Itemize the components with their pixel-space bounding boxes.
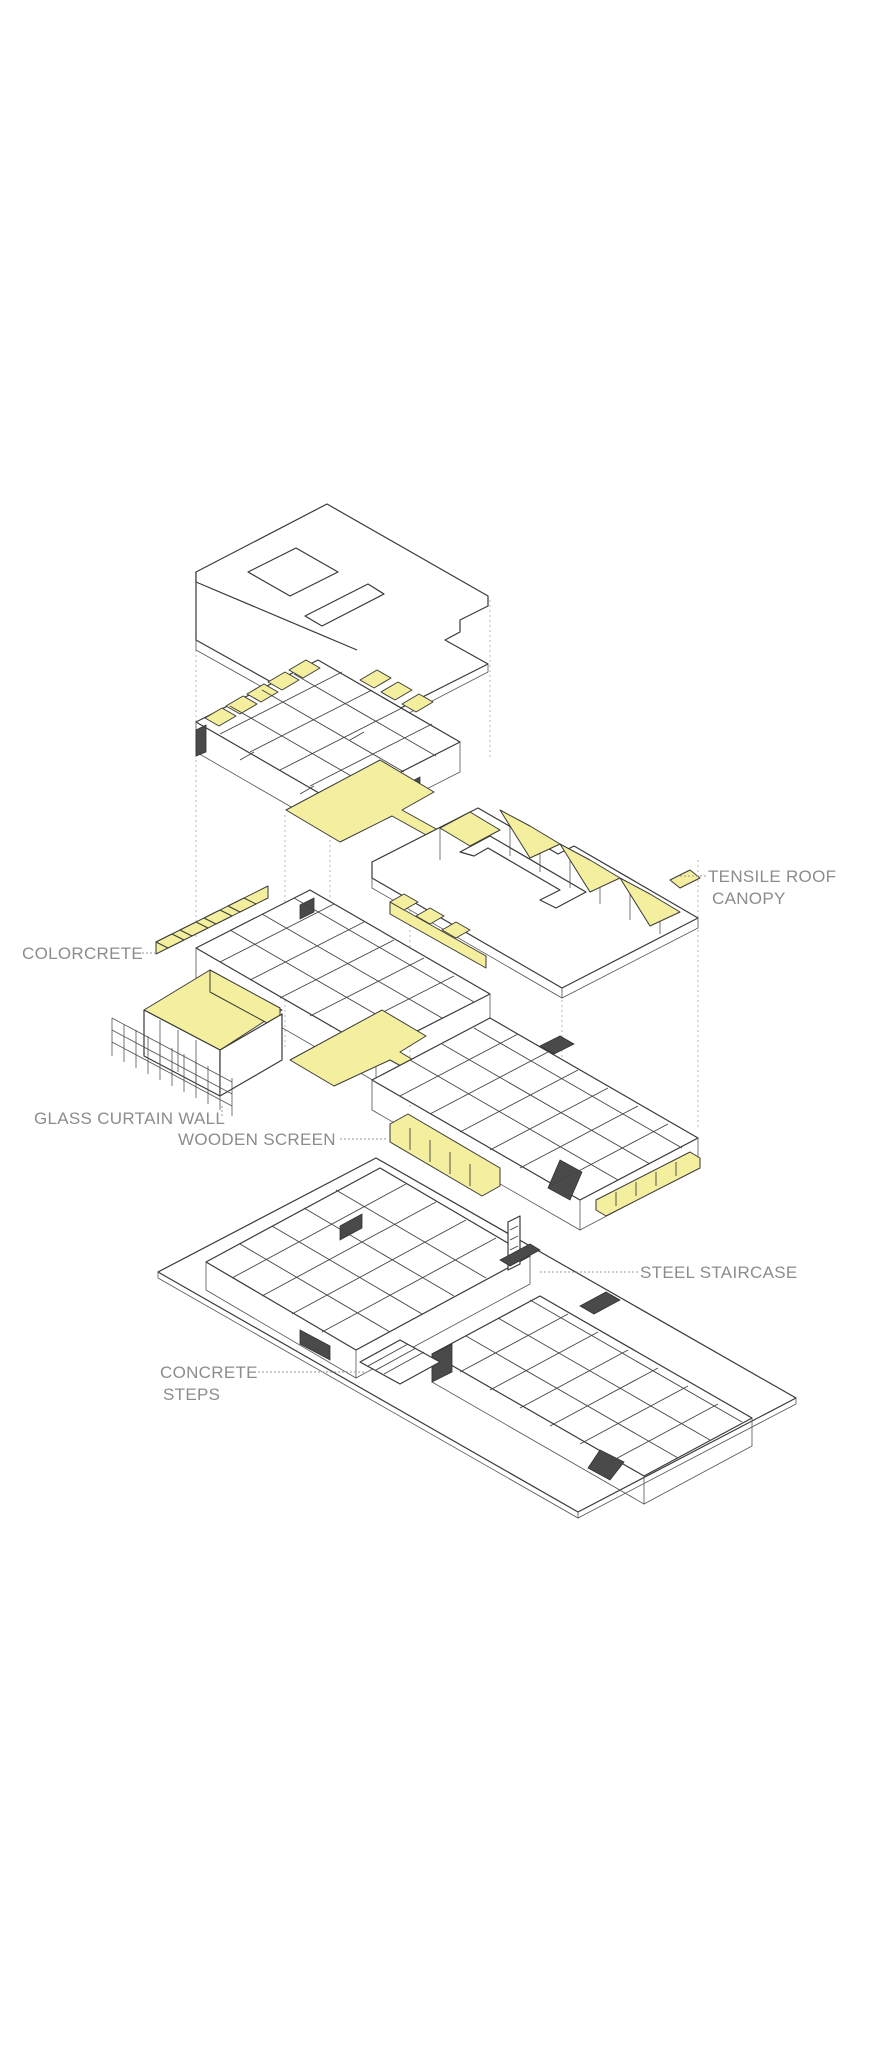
ground-floor-left-block (205, 1167, 531, 1379)
leader-lines (142, 875, 706, 1373)
wooden-screen-blocks (389, 1113, 701, 1217)
label-wooden-screen: WOODEN SCREEN (178, 1130, 336, 1149)
middle-floor-right-block (371, 1017, 699, 1231)
label-glass-curtain-wall: GLASS CURTAIN WALL (34, 1109, 225, 1128)
concrete-steps (359, 1339, 441, 1385)
tensile-roof-canopy (371, 807, 701, 999)
colorcrete-blocks (155, 885, 487, 969)
label-steel-staircase: STEEL STAIRCASE (640, 1263, 798, 1282)
label-concrete-steps-1: CONCRETE (160, 1363, 258, 1382)
label-concrete-steps-2: STEPS (163, 1385, 220, 1404)
roof-slab (195, 503, 489, 741)
label-tensile-roof-canopy-1: TENSILE ROOF (708, 867, 836, 886)
steel-staircase (499, 1215, 541, 1271)
label-tensile-roof-canopy-2: CANOPY (712, 889, 786, 908)
glass-curtain-wall (111, 1017, 233, 1116)
ground-floor-right-block (431, 1291, 753, 1505)
pavilion-with-yellow-roof (143, 969, 283, 1097)
label-colorcrete: COLORCRETE (22, 944, 143, 963)
